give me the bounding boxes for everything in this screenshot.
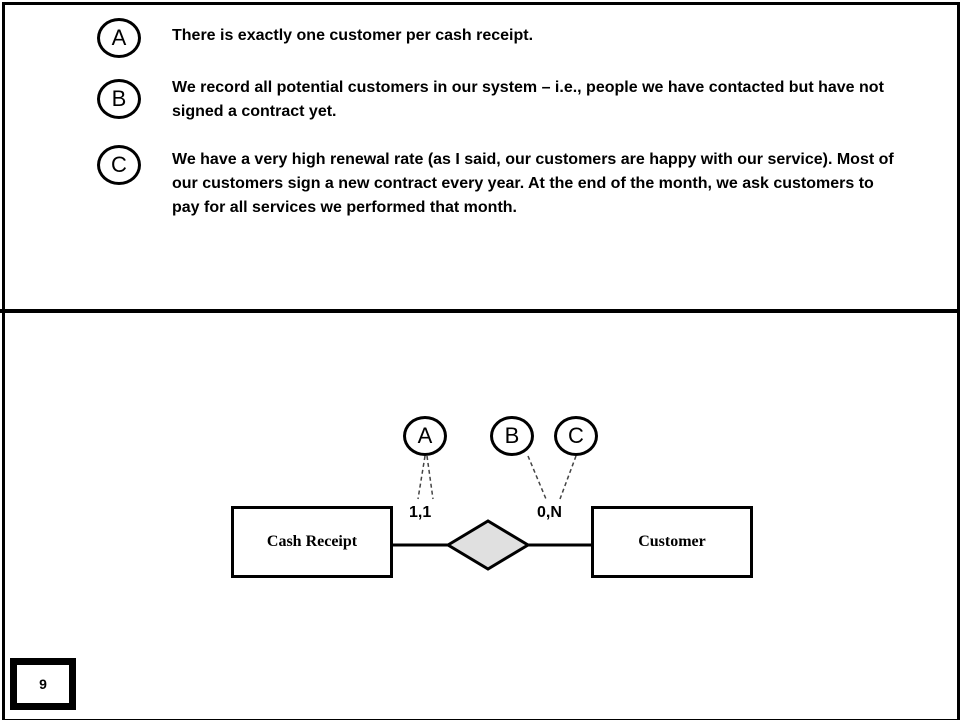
marker-c-leader [559, 455, 577, 500]
page-number: 9 [10, 658, 76, 710]
marker-a-leader-right [426, 455, 434, 500]
statement-b-text: We record all potential customers in our… [172, 79, 884, 120]
cardinality-left: 1,1 [409, 504, 432, 521]
marker-a-leader-left [417, 455, 426, 500]
statement-a-text: There is exactly one customer per cash r… [172, 27, 534, 44]
section-divider [0, 309, 960, 313]
entity-customer: Customer [591, 506, 753, 578]
diagram-marker-b: B [490, 416, 534, 456]
entity-cash-receipt: Cash Receipt [231, 506, 393, 578]
statement-b-marker: B [97, 79, 141, 119]
marker-b-leader [527, 455, 547, 500]
diagram-marker-c: C [554, 416, 598, 456]
relationship-diamond [445, 519, 531, 571]
statement-c-marker: C [97, 145, 141, 185]
statement-a-marker: A [97, 18, 141, 58]
statement-c-text: We have a very high renewal rate (as I s… [172, 151, 894, 216]
cardinality-right: 0,N [537, 504, 562, 521]
diagram-marker-a: A [403, 416, 447, 456]
